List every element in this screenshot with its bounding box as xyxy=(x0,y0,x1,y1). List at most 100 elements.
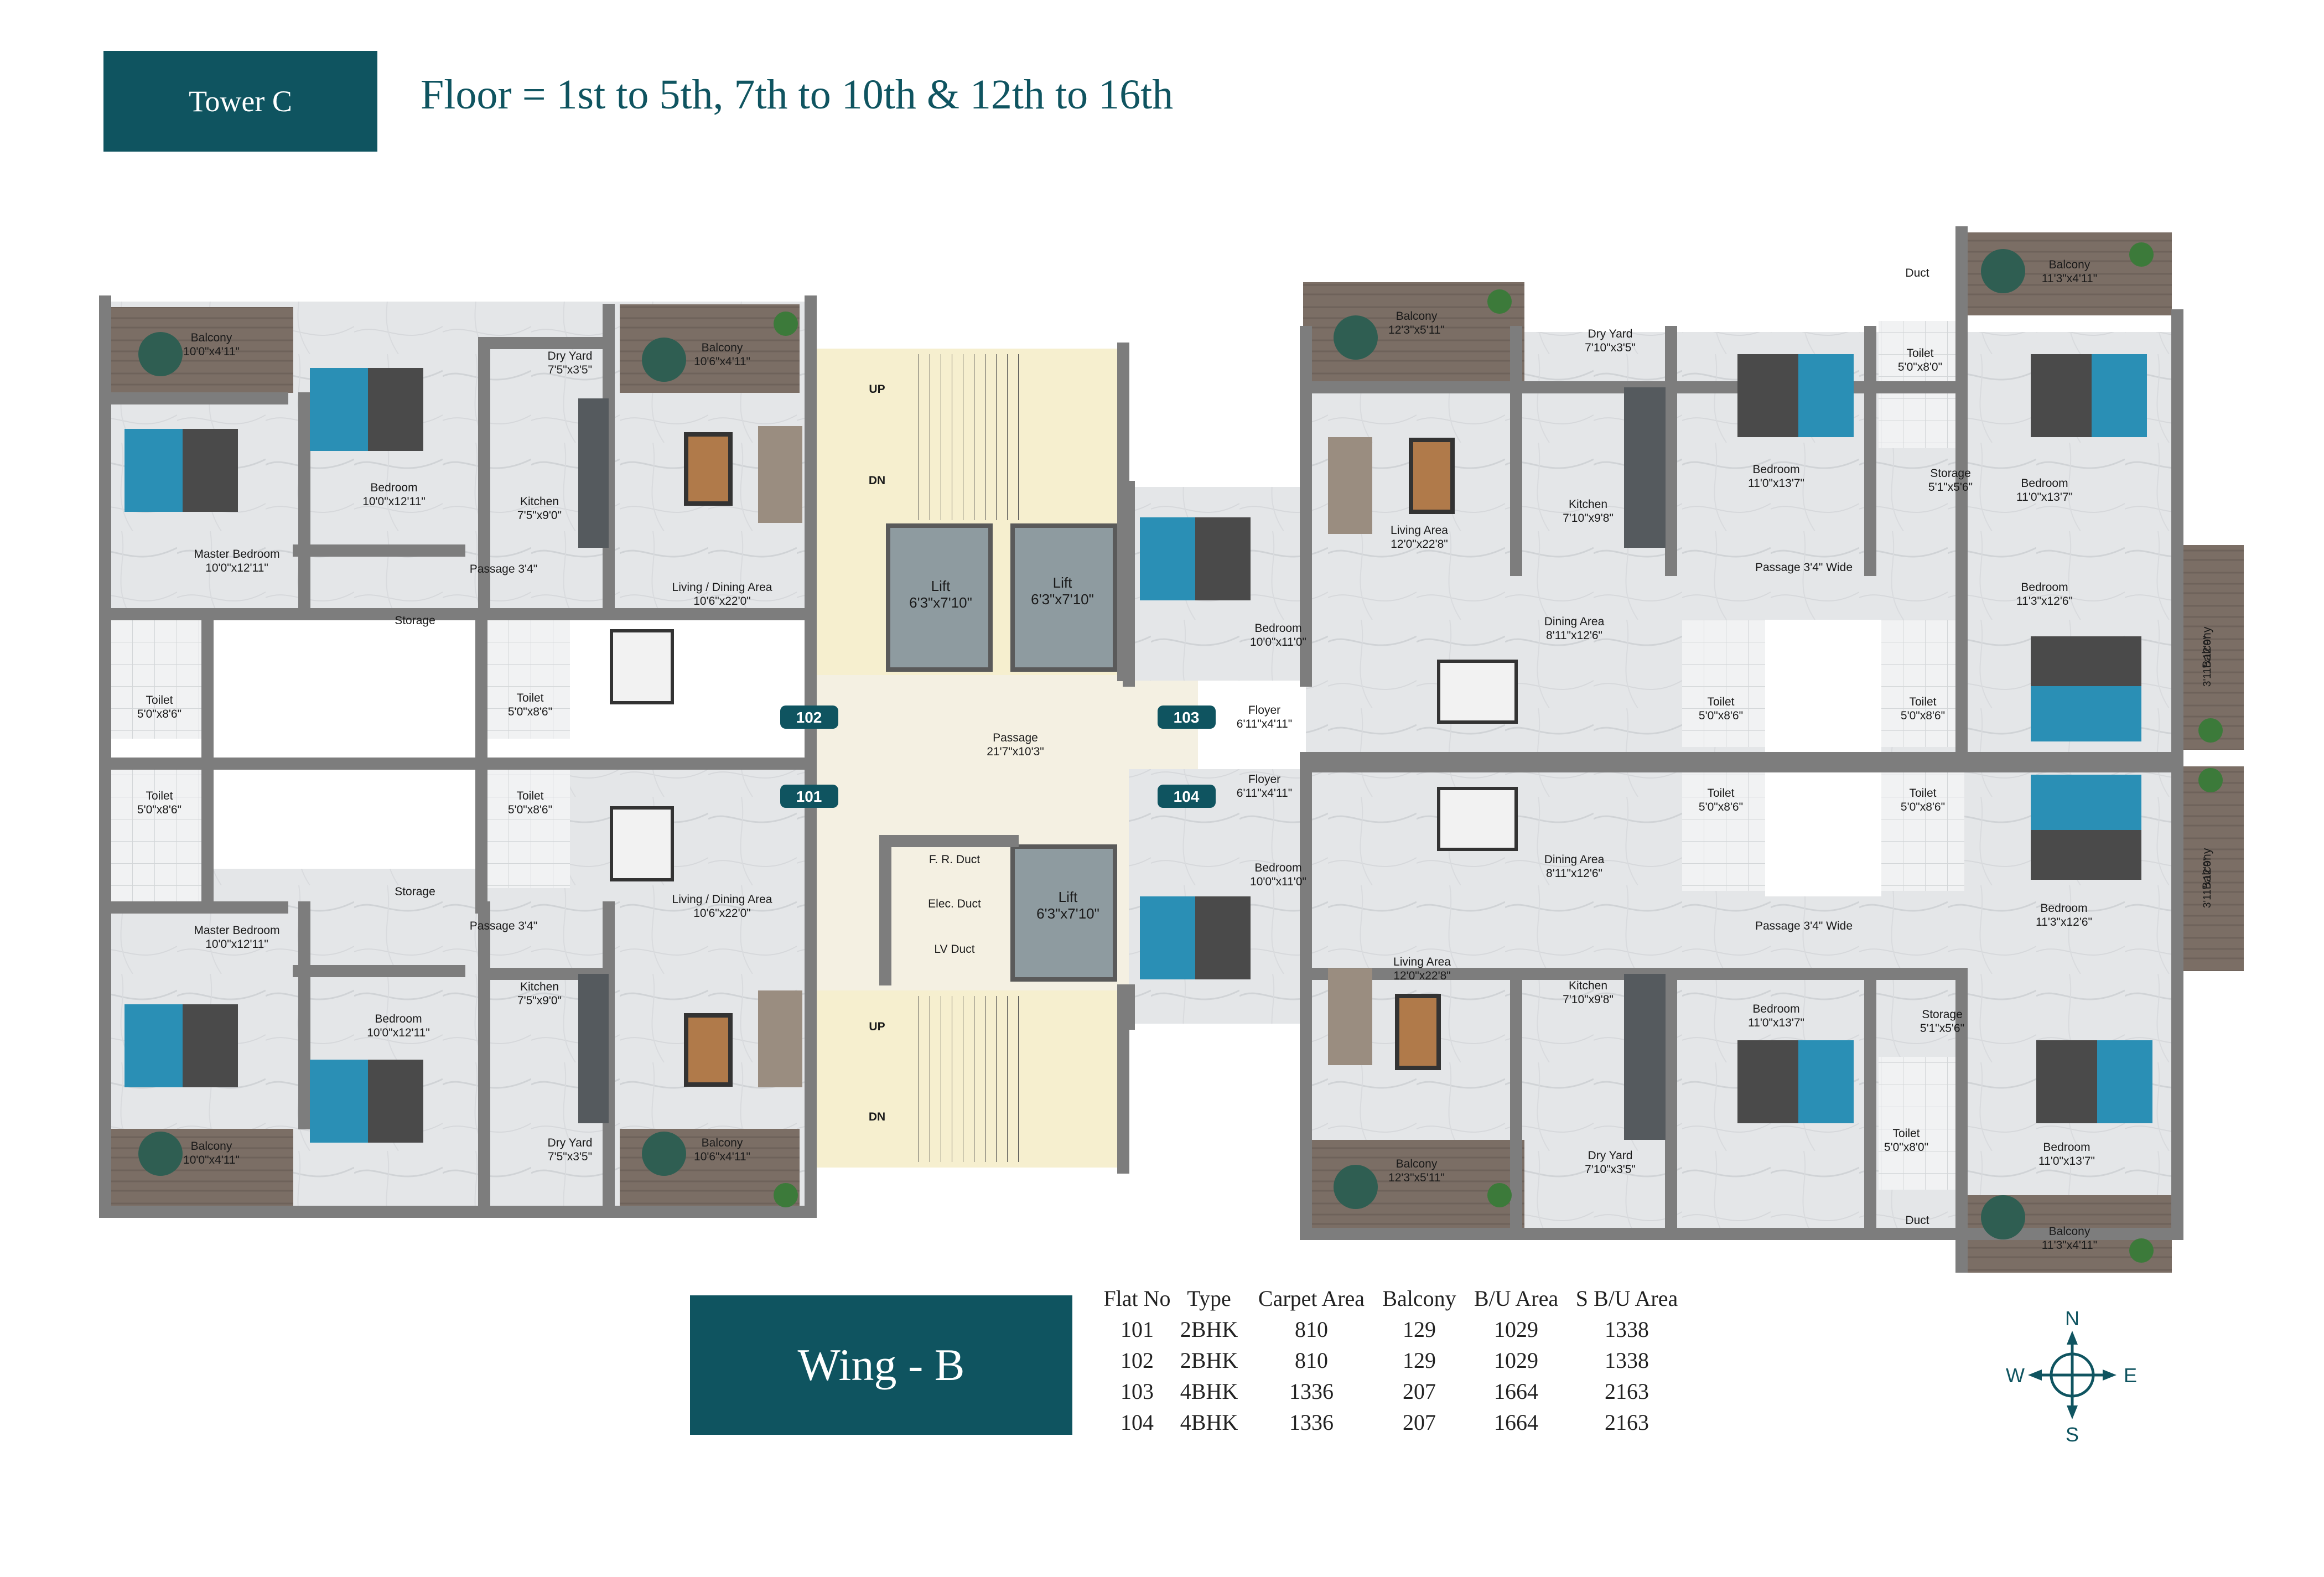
room-size: 12'0"x22'8" xyxy=(1391,538,1448,551)
wing-label: Wing - B xyxy=(797,1340,965,1390)
passage-label: Passage 3'4" Wide xyxy=(1755,561,1853,574)
flat-badge-103 xyxy=(1158,706,1216,729)
room-label: Living / Dining Area xyxy=(672,893,772,906)
room-label: Dry Yard xyxy=(1588,1149,1633,1162)
room-size: 5'0"x8'6" xyxy=(137,708,181,720)
flat-badge-104 xyxy=(1158,785,1216,808)
room-size: 5'0"x8'6" xyxy=(137,803,181,816)
room-size: 5'1"x5'6" xyxy=(1920,1022,1964,1035)
room-label: Bedroom xyxy=(2043,1141,2090,1154)
table-cell: 2163 xyxy=(1605,1378,1649,1404)
table-cell: 1336 xyxy=(1289,1409,1334,1435)
dining-table-icon xyxy=(610,629,1518,881)
toilet-103-a xyxy=(1682,620,1765,747)
room-size: 11'3"x12'6" xyxy=(2016,595,2073,608)
room-label: Balcony xyxy=(2201,848,2213,889)
table-cell: 1029 xyxy=(1494,1347,1538,1373)
room-size: 5'0"x8'6" xyxy=(1699,801,1743,813)
stair-down-label: DN xyxy=(869,1111,885,1123)
room-label: Kitchen xyxy=(1569,979,1607,992)
passage-label: Passage 3'4" xyxy=(470,563,537,575)
toilet-103-b xyxy=(1881,620,1964,747)
table-header: Flat No xyxy=(1103,1285,1171,1311)
room-size: 8'11"x12'6" xyxy=(1546,867,1602,880)
room-size: 10'0"x4'11" xyxy=(183,1154,240,1166)
toilet-101-a xyxy=(111,769,202,902)
room-label: Balcony xyxy=(191,331,232,344)
room-label: Dry Yard xyxy=(548,1137,593,1149)
duct-label: Duct xyxy=(1905,267,1929,279)
lift-size: 6'3"x7'10" xyxy=(1031,591,1094,608)
toilet-102-b xyxy=(487,620,570,739)
room-label: Toilet xyxy=(146,790,173,802)
room-size: 10'6"x22'0" xyxy=(693,907,751,920)
lift-label: Lift xyxy=(1059,889,1078,905)
room-label: Toilet xyxy=(1909,696,1936,708)
table-cell: 1338 xyxy=(1605,1316,1649,1342)
room-size: 10'0"x11'0" xyxy=(1250,875,1306,888)
room-label: Balcony xyxy=(2049,1225,2090,1238)
duct-label: Elec. Duct xyxy=(928,898,981,910)
table-row: 104 4BHK 1336 207 1664 2163 xyxy=(1101,1407,1682,1438)
flat-badge-label: 101 xyxy=(796,788,822,805)
room-label: Bedroom xyxy=(1254,622,1301,635)
room-size: 5'0"x8'6" xyxy=(1901,709,1945,722)
room-size: 12'0"x22'8" xyxy=(1393,969,1451,982)
flat-badge-label: 103 xyxy=(1174,709,1200,726)
room-size: 10'0"x12'11" xyxy=(205,562,268,574)
room-label: Balcony xyxy=(2049,258,2090,271)
flat-badge-101 xyxy=(780,785,838,808)
compass-west: W xyxy=(2006,1364,2025,1387)
stair-top xyxy=(919,354,1024,520)
room-label: Balcony xyxy=(1396,310,1438,323)
room-label: Toilet xyxy=(516,692,543,704)
room-label: Bedroom xyxy=(2021,581,2068,594)
room-label: Storage xyxy=(1930,467,1971,480)
table-cell: 129 xyxy=(1403,1316,1436,1342)
room-label: Kitchen xyxy=(1569,498,1607,511)
room-size: 10'6"x4'11" xyxy=(694,355,750,368)
room-size: 10'6"x22'0" xyxy=(693,595,751,608)
table-header: S B/U Area xyxy=(1575,1285,1678,1311)
table-header: B/U Area xyxy=(1474,1285,1559,1311)
room-label: Bedroom xyxy=(375,1013,422,1025)
toilet-104-bottom xyxy=(1879,1057,1962,1190)
toilet-102-a xyxy=(111,620,202,739)
room-label: Toilet xyxy=(1906,347,1933,360)
room-size: 10'0"x12'11" xyxy=(362,495,426,508)
toilet-101-b xyxy=(487,769,570,888)
room-size: 6'11"x4'11" xyxy=(1237,787,1292,800)
table-cell: 129 xyxy=(1403,1347,1436,1373)
core xyxy=(811,349,1198,1168)
room-label: Balcony xyxy=(2201,626,2213,668)
room-size: 10'0"x12'11" xyxy=(367,1026,430,1039)
table-cell: 2BHK xyxy=(1180,1316,1238,1342)
stair-up-label: UP xyxy=(869,383,885,396)
room-labels: Balcony 10'0"x4'11" Balcony 10'6"x4'11" … xyxy=(137,258,2213,1252)
table-row: 102 2BHK 810 129 1029 1338 xyxy=(1101,1345,1682,1376)
room-size: 7'10"x3'5" xyxy=(1585,1163,1636,1176)
room-label: Dining Area xyxy=(1544,853,1605,866)
room-label: Dry Yard xyxy=(548,350,593,362)
room-label: Master Bedroom xyxy=(194,924,279,937)
room-label: Dry Yard xyxy=(1588,328,1633,340)
table-cell: 1664 xyxy=(1494,1378,1538,1404)
stair-down-label: DN xyxy=(869,474,885,487)
room-size: 5'0"x8'6" xyxy=(1901,801,1945,813)
passage-label: Passage 3'4" xyxy=(470,920,537,932)
room-label: Bedroom xyxy=(2021,477,2068,490)
floor-plan: Balcony 10'0"x4'11" Balcony 10'6"x4'11" … xyxy=(99,226,2244,1273)
room-size: 7'5"x3'5" xyxy=(548,364,592,376)
room-size: 11'0"x13'7" xyxy=(2038,1155,2095,1168)
stair-up-label: UP xyxy=(869,1020,885,1033)
room-label: Toilet xyxy=(1707,787,1734,800)
lift-label: Lift xyxy=(1053,574,1072,591)
duct-label: F. R. Duct xyxy=(929,853,980,866)
room-size: 7'5"x9'0" xyxy=(517,509,562,522)
room-size: 11'3"x4'11" xyxy=(2042,272,2097,285)
chair-icon xyxy=(138,249,2025,1239)
table-icon xyxy=(684,432,1455,1087)
lift-3 xyxy=(1010,844,1117,982)
duct-label: LV Duct xyxy=(934,943,974,956)
room-size: 10'0"x11'0" xyxy=(1250,636,1306,649)
